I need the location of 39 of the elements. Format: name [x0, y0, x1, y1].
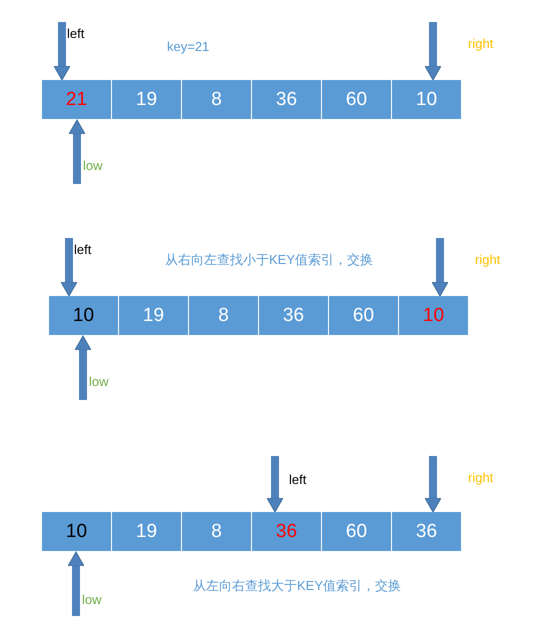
- arrow: [60, 238, 78, 296]
- edge-label: low: [89, 374, 109, 389]
- arrow: [68, 120, 86, 184]
- arrow: [266, 456, 284, 512]
- array-cell: 10: [391, 80, 462, 119]
- edge-label: left: [67, 26, 84, 41]
- edge-label: left: [74, 242, 92, 257]
- array-cell: 8: [188, 296, 259, 335]
- arrow: [424, 456, 442, 512]
- array-cell: 8: [181, 512, 252, 551]
- array-cell: 36: [391, 512, 462, 551]
- array-cell: 19: [118, 296, 189, 335]
- array-cell: 36: [251, 512, 322, 551]
- array-cell: 60: [321, 80, 392, 119]
- array-cell: 21: [41, 80, 112, 119]
- arrow: [424, 22, 442, 80]
- arrow: [74, 336, 92, 400]
- array-cell: 19: [111, 512, 182, 551]
- array-cell: 36: [258, 296, 329, 335]
- array-cell: 10: [41, 512, 112, 551]
- array-cell: 10: [398, 296, 469, 335]
- edge-label: low: [82, 592, 102, 607]
- array-cell: 36: [251, 80, 322, 119]
- edge-label: right: [475, 252, 500, 267]
- array-cell: 10: [48, 296, 119, 335]
- edge-label: right: [468, 36, 494, 51]
- array-cell: 8: [181, 80, 252, 119]
- edge-label: left: [289, 472, 306, 487]
- array-cell: 60: [321, 512, 392, 551]
- arrow: [54, 22, 70, 80]
- edge-label: low: [83, 158, 103, 173]
- edge-label: right: [468, 470, 494, 485]
- array-cell: 19: [111, 80, 182, 119]
- arrow: [432, 238, 448, 296]
- arrow: [68, 552, 84, 616]
- note-text: 从右向左查找小于KEY值索引，交换: [165, 251, 374, 269]
- note-text: key=21: [167, 39, 210, 54]
- note-text: 从左向右查找大于KEY值索引，交换: [193, 577, 402, 595]
- array-cell: 60: [328, 296, 399, 335]
